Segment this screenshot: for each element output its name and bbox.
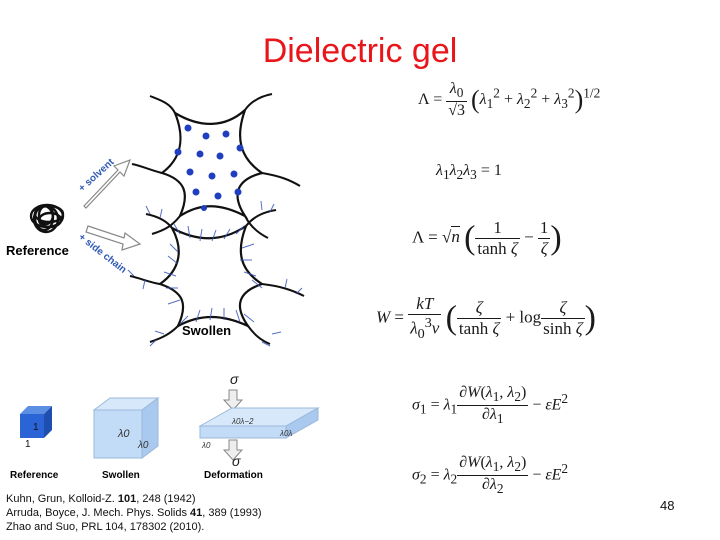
slide-title: Dielectric gel bbox=[262, 32, 458, 70]
stress-bottom-label: σ bbox=[232, 453, 241, 469]
slab-lambda-inv-label: λ0λ−2 bbox=[231, 417, 254, 426]
deformed-slab: σ λ0λ−2 λ0λ λ0 σ bbox=[198, 371, 320, 469]
reference-1: Kuhn, Grun, Kolloid-Z. 101, 248 (1942) bbox=[6, 492, 262, 506]
reference-3: Zhao and Suo, PRL 104, 178302 (2010). bbox=[6, 521, 205, 533]
sidechain-arrow: + side chain bbox=[76, 225, 142, 276]
equation-1: Λ = λ0√3 (λ12 + λ22 + λ32)1/2 bbox=[418, 80, 601, 120]
reference-coil bbox=[29, 203, 65, 234]
reference-1-pages: , 248 (1942) bbox=[136, 493, 196, 505]
reference-label: Reference bbox=[6, 243, 69, 258]
swollen-label: Swollen bbox=[182, 323, 231, 338]
reference-2-text: Arruda, Boyce, J. Mech. Phys. Solids bbox=[6, 507, 191, 519]
reference-1-text: Kuhn, Grun, Kolloid-Z. bbox=[6, 493, 118, 505]
bottom-swollen-label: Swollen bbox=[102, 470, 140, 481]
cube-base-label: 1 bbox=[25, 439, 31, 450]
solvent-arrow: + solvent bbox=[77, 156, 132, 209]
equation-6: σ2 = λ2∂W(λ1, λ2)∂λ2 − εE2 bbox=[412, 454, 569, 497]
reference-cube: 1 1 bbox=[20, 406, 52, 450]
swollen-lambda0-side-label: λ0 bbox=[137, 440, 149, 451]
slab-lambda0-label: λ0 bbox=[201, 441, 211, 450]
reference-2: Arruda, Boyce, J. Mech. Phys. Solids 41,… bbox=[6, 506, 262, 520]
bottom-deformation-label: Deformation bbox=[204, 470, 263, 481]
reference-2-volume: 41 bbox=[190, 507, 203, 519]
cube-edge-label: 1 bbox=[33, 422, 39, 433]
page-number: 48 bbox=[660, 498, 675, 513]
stress-top-label: σ bbox=[230, 371, 239, 387]
cube-deformation-figure: 1 1 Reference λ0 λ0 Swollen σ λ0λ−2 λ0λ … bbox=[10, 371, 320, 481]
solvent-arrow-label: + solvent bbox=[77, 156, 117, 194]
references: Kuhn, Grun, Kolloid-Z. 101, 248 (1942) A… bbox=[6, 492, 262, 534]
reference-2-pages: , 389 (1993) bbox=[202, 507, 262, 519]
equation-5: σ1 = λ1∂W(λ1, λ2)∂λ1 − εE2 bbox=[412, 384, 569, 427]
swollen-network-sidechain bbox=[127, 200, 305, 347]
polymer-network-figure: Reference + solvent + side chain bbox=[6, 93, 305, 347]
reference-1-volume: 101 bbox=[117, 493, 137, 505]
equation-2: λ1λ2λ3 = 1 bbox=[436, 162, 502, 183]
swollen-lambda0-label: λ0 bbox=[117, 428, 130, 440]
slab-lambda-label: λ0λ bbox=[279, 429, 292, 438]
swollen-cube: λ0 λ0 bbox=[92, 397, 160, 459]
swollen-network-solvent bbox=[131, 93, 301, 239]
bottom-reference-label: Reference bbox=[10, 470, 59, 481]
